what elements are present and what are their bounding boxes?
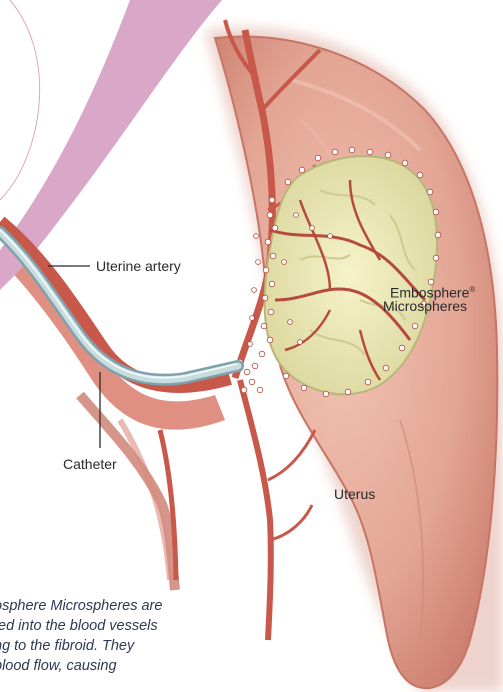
uterus-label: Uterus [334,486,375,502]
artery-branch [270,505,312,540]
registered-mark: ® [469,285,475,294]
caption-text: osphere Microspheres are ted into the bl… [0,596,314,676]
caption-line-1: osphere Microspheres are [0,596,314,616]
artery-branch [268,430,315,480]
caption-line-2: ted into the blood vessels [0,616,314,636]
uterine-artery-label: Uterine artery [96,258,181,274]
catheter-label: Catheter [63,456,117,472]
caption-line-4: blood flow, causing [0,656,314,676]
microspheres-label: Microspheres [383,298,467,314]
caption-line-3: ng to the fibroid. They [0,636,314,656]
